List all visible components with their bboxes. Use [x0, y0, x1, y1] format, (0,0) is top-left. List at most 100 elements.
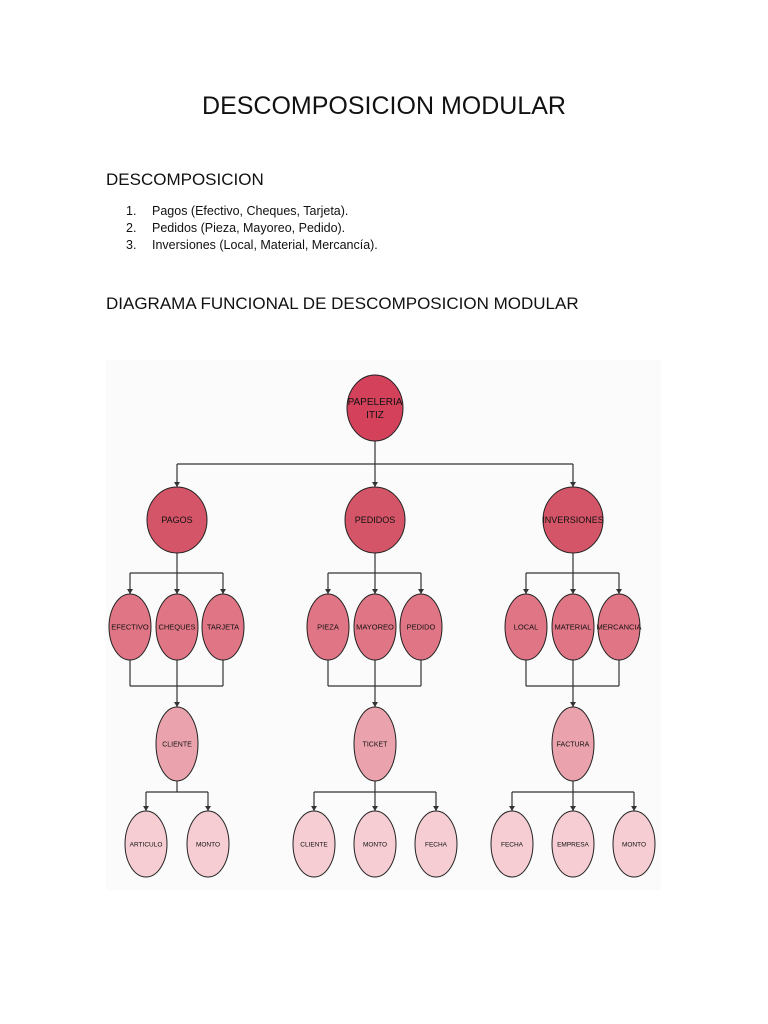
- list-item: 3. Inversiones (Local, Material, Mercanc…: [126, 237, 378, 254]
- leaf-arrowhead: [433, 806, 439, 811]
- leaf-arrowhead: [205, 806, 211, 811]
- node-inversiones: INVERSIONES: [542, 486, 604, 554]
- decomposition-list: 1. Pagos (Efectivo, Cheques, Tarjeta). 2…: [126, 203, 378, 254]
- node-factura-shape: [551, 706, 595, 782]
- node-fecha-shape: [490, 810, 534, 878]
- node-cliente: CLIENTE: [155, 706, 199, 782]
- list-item-number: 2.: [126, 221, 137, 235]
- node-mercancia-shape: [597, 593, 641, 661]
- node-cheques-label: CHEQUES: [158, 623, 195, 632]
- leaf-arrowhead: [311, 806, 317, 811]
- node-monto: MONTO: [186, 810, 230, 878]
- node-mercancia: MERCANCIA: [596, 593, 642, 661]
- list-item-text: Inversiones (Local, Material, Mercancía)…: [152, 238, 378, 252]
- node-pieza: PIEZA: [306, 593, 350, 661]
- node-cliente-label: CLIENTE: [300, 841, 328, 848]
- branch-arrowhead: [372, 482, 378, 487]
- sub-arrowhead: [570, 702, 576, 707]
- node-pedido-label: PEDIDO: [407, 623, 436, 632]
- node-efectivo-shape: [108, 593, 152, 661]
- node-pieza-label: PIEZA: [317, 623, 339, 632]
- node-pieza-shape: [306, 593, 350, 661]
- node-pedido-shape: [399, 593, 443, 661]
- child-arrowhead: [523, 589, 529, 594]
- node-root-label: ITIZ: [366, 410, 384, 421]
- node-monto-label: MONTO: [196, 841, 220, 848]
- node-empresa: EMPRESA: [551, 810, 595, 878]
- list-item: 1. Pagos (Efectivo, Cheques, Tarjeta).: [126, 203, 378, 220]
- node-mayoreo: MAYOREO: [353, 593, 397, 661]
- node-monto: MONTO: [353, 810, 397, 878]
- leaf-arrowhead: [372, 806, 378, 811]
- node-root: PAPELERIA ITIZ: [346, 374, 404, 442]
- node-pagos-label: PAGOS: [161, 515, 192, 525]
- branch-arrowhead: [570, 482, 576, 487]
- node-tarjeta-label: TARJETA: [207, 623, 239, 632]
- node-pagos-shape: [146, 486, 208, 554]
- node-monto-shape: [353, 810, 397, 878]
- child-arrowhead: [372, 589, 378, 594]
- page-title: DESCOMPOSICION MODULAR: [202, 92, 566, 120]
- node-cliente-label: CLIENTE: [162, 741, 192, 748]
- list-item-number: 3.: [126, 238, 137, 252]
- node-monto-label: MONTO: [622, 841, 646, 848]
- child-arrowhead: [616, 589, 622, 594]
- node-articulo: ARTICULO: [124, 810, 168, 878]
- node-ticket: TICKET: [353, 706, 397, 782]
- node-fecha-label: FECHA: [501, 841, 524, 848]
- node-mayoreo-shape: [353, 593, 397, 661]
- node-fecha-label: FECHA: [425, 841, 448, 848]
- node-fecha: FECHA: [414, 810, 458, 878]
- node-pedidos-label: PEDIDOS: [355, 515, 396, 525]
- node-empresa-shape: [551, 810, 595, 878]
- node-pagos: PAGOS: [146, 486, 208, 554]
- node-mayoreo-label: MAYOREO: [356, 623, 394, 632]
- node-articulo-shape: [124, 810, 168, 878]
- leaf-arrowhead: [570, 806, 576, 811]
- node-root-shape: [346, 374, 404, 442]
- section-heading-diagrama: DIAGRAMA FUNCIONAL DE DESCOMPOSICION MOD…: [106, 294, 579, 313]
- node-pedidos: PEDIDOS: [344, 486, 406, 554]
- node-monto-label: MONTO: [363, 841, 387, 848]
- child-arrowhead: [570, 589, 576, 594]
- node-mercancia-label: MERCANCIA: [596, 623, 641, 632]
- list-item-text: Pagos (Efectivo, Cheques, Tarjeta).: [152, 204, 349, 218]
- node-tarjeta-shape: [201, 593, 245, 661]
- child-arrowhead: [174, 589, 180, 594]
- list-item-number: 1.: [126, 204, 137, 218]
- node-monto-shape: [612, 810, 656, 878]
- node-empresa-label: EMPRESA: [557, 841, 589, 848]
- node-pedidos-shape: [344, 486, 406, 554]
- node-efectivo: EFECTIVO: [108, 593, 152, 661]
- node-cheques-shape: [155, 593, 199, 661]
- node-articulo-label: ARTICULO: [130, 841, 163, 848]
- node-material: MATERIAL: [551, 593, 595, 661]
- node-inversiones-label: INVERSIONES: [542, 515, 604, 525]
- node-cheques: CHEQUES: [155, 593, 199, 661]
- node-local: LOCAL: [504, 593, 548, 661]
- child-arrowhead: [418, 589, 424, 594]
- sub-arrowhead: [174, 702, 180, 707]
- list-item-text: Pedidos (Pieza, Mayoreo, Pedido).: [152, 221, 346, 235]
- leaf-arrowhead: [631, 806, 637, 811]
- modular-decomposition-diagram: PAGOS EFECTIVO CHEQUES TARJETA CLIENTE ARTICU…: [106, 360, 661, 890]
- node-fecha-shape: [414, 810, 458, 878]
- child-arrowhead: [127, 589, 133, 594]
- node-factura: FACTURA: [551, 706, 595, 782]
- node-root-label: PAPELERIA: [348, 397, 403, 408]
- child-arrowhead: [325, 589, 331, 594]
- node-fecha: FECHA: [490, 810, 534, 878]
- node-local-shape: [504, 593, 548, 661]
- leaf-arrowhead: [143, 806, 149, 811]
- child-arrowhead: [220, 589, 226, 594]
- node-pedido: PEDIDO: [399, 593, 443, 661]
- node-material-label: MATERIAL: [555, 623, 592, 632]
- leaf-arrowhead: [509, 806, 515, 811]
- node-local-label: LOCAL: [514, 623, 539, 632]
- node-factura-label: FACTURA: [557, 741, 590, 748]
- node-ticket-label: TICKET: [363, 741, 389, 748]
- node-inversiones-shape: [542, 486, 604, 554]
- node-material-shape: [551, 593, 595, 661]
- node-cliente: CLIENTE: [292, 810, 336, 878]
- list-item: 2. Pedidos (Pieza, Mayoreo, Pedido).: [126, 220, 378, 237]
